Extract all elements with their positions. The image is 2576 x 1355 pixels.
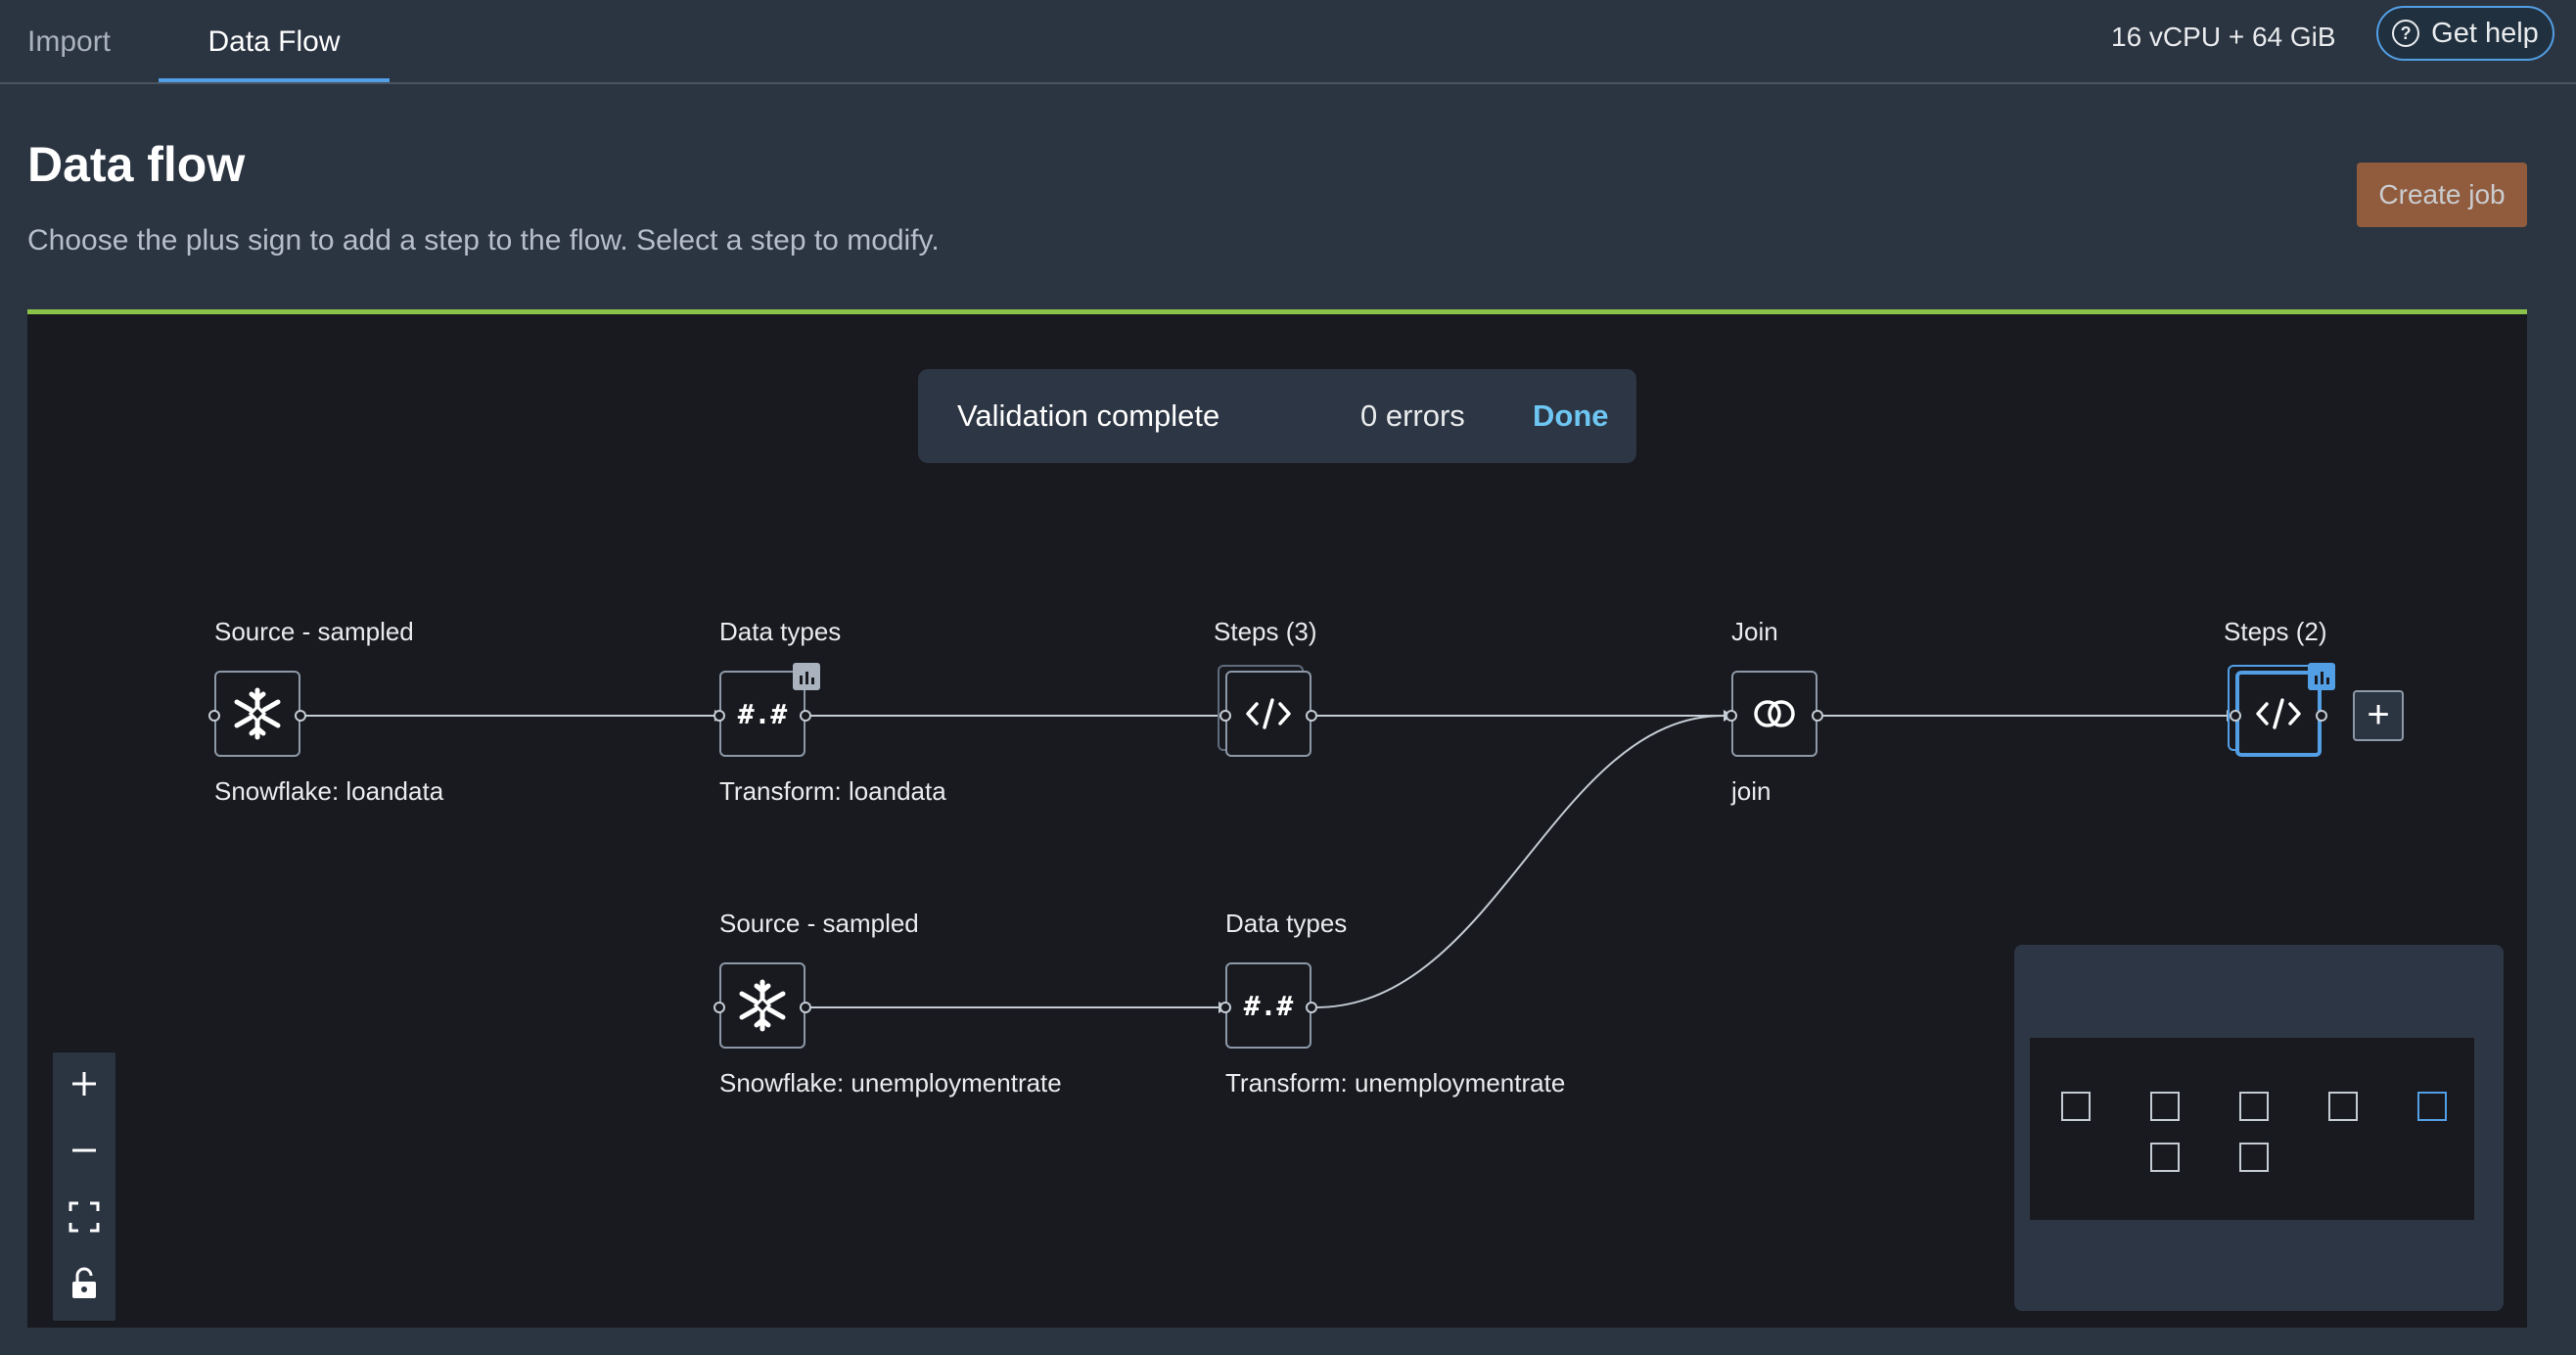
code-icon <box>2256 698 2301 729</box>
tab-data-flow[interactable]: Data Flow <box>207 25 341 58</box>
port-in-join[interactable] <box>1725 710 1737 722</box>
zoom-out-button[interactable] <box>53 1119 115 1182</box>
minimap-node <box>2150 1143 2180 1172</box>
done-button[interactable]: Done <box>1533 398 1609 433</box>
minimap-node <box>2328 1092 2358 1121</box>
zoom-in-icon <box>72 1072 96 1096</box>
port-in-steps-2[interactable] <box>2230 710 2241 722</box>
chart-badge-icon[interactable] <box>793 663 820 690</box>
node-title-join: Join <box>1731 617 1778 646</box>
node-title-steps-2: Steps (2) <box>2224 617 2327 646</box>
port-in-source-loandata[interactable] <box>208 710 220 722</box>
lock-icon <box>72 1267 96 1298</box>
port-in-datatypes-unemploymentrate[interactable] <box>1219 1002 1231 1013</box>
validation-error-count: 0 errors <box>1360 398 1465 433</box>
node-join[interactable] <box>1731 671 1817 757</box>
lock-button[interactable] <box>53 1252 115 1315</box>
node-source-loandata[interactable] <box>214 671 300 757</box>
minimap-node <box>2150 1092 2180 1121</box>
node-subtitle-source-unemploymentrate: Snowflake: unemploymentrate <box>719 1068 1062 1098</box>
minimap-viewport[interactable] <box>2030 1038 2474 1220</box>
node-steps-3[interactable] <box>1225 671 1311 757</box>
fit-view-icon <box>69 1201 100 1233</box>
port-in-datatypes-loandata[interactable] <box>713 710 725 722</box>
snowflake-icon <box>234 687 281 740</box>
data-flow-canvas[interactable]: Validation complete 0 errors Done Source… <box>27 309 2527 1328</box>
get-help-label: Get help <box>2431 17 2539 49</box>
snowflake-icon <box>739 979 786 1032</box>
port-in-steps-3[interactable] <box>1219 710 1231 722</box>
port-out-join[interactable] <box>1812 710 1823 722</box>
tab-import[interactable]: Import <box>27 25 112 58</box>
compute-resources: 16 vCPU + 64 GiB <box>2111 22 2336 52</box>
port-out-steps-2[interactable] <box>2316 710 2327 722</box>
node-title-source-unemploymentrate: Source - sampled <box>719 909 919 938</box>
node-subtitle-join: join <box>1731 776 1771 806</box>
port-out-datatypes-unemploymentrate[interactable] <box>1306 1002 1317 1013</box>
port-out-datatypes-loandata[interactable] <box>800 710 811 722</box>
validation-message: Validation complete <box>957 398 1220 433</box>
code-icon <box>1246 698 1291 729</box>
minimap-node <box>2239 1092 2269 1121</box>
chart-badge-icon[interactable] <box>2308 663 2335 690</box>
zoom-in-button[interactable] <box>53 1052 115 1115</box>
port-in-source-unemploymentrate[interactable] <box>713 1002 725 1013</box>
top-tab-bar: Import Data Flow 16 vCPU + 64 GiB ? Get … <box>0 0 2576 84</box>
active-tab-indicator <box>159 78 390 82</box>
zoom-controls <box>53 1052 115 1321</box>
port-out-steps-3[interactable] <box>1306 710 1317 722</box>
port-out-source-unemploymentrate[interactable] <box>800 1002 811 1013</box>
node-title-source-loandata: Source - sampled <box>214 617 414 646</box>
create-job-button[interactable]: Create job <box>2357 163 2527 227</box>
question-circle-icon: ? <box>2392 20 2420 47</box>
node-subtitle-datatypes-loandata: Transform: loandata <box>719 776 946 806</box>
node-subtitle-datatypes-unemploymentrate: Transform: unemploymentrate <box>1225 1068 1566 1098</box>
port-out-source-loandata[interactable] <box>295 710 306 722</box>
edge-datatypes2-join <box>1314 715 1725 1008</box>
fit-view-button[interactable] <box>53 1186 115 1248</box>
get-help-button[interactable]: ? Get help <box>2376 6 2554 61</box>
minimap[interactable] <box>2014 945 2504 1311</box>
page-description: Choose the plus sign to add a step to th… <box>27 224 940 257</box>
minimap-node <box>2239 1143 2269 1172</box>
minimap-node-selected <box>2417 1092 2447 1121</box>
node-title-datatypes-loandata: Data types <box>719 617 842 646</box>
node-datatypes-unemploymentrate[interactable]: #.# <box>1225 962 1311 1049</box>
page-title: Data flow <box>27 137 246 192</box>
minimap-node <box>2061 1092 2091 1121</box>
node-source-unemploymentrate[interactable] <box>719 962 805 1049</box>
hash-dot-hash-icon: #.# <box>1243 989 1294 1022</box>
add-step-button[interactable]: + <box>2353 690 2404 741</box>
validation-toast: Validation complete 0 errors Done <box>918 369 1636 463</box>
venn-join-icon <box>1754 700 1795 727</box>
zoom-out-icon <box>72 1148 96 1152</box>
node-title-steps-3: Steps (3) <box>1214 617 1317 646</box>
hash-dot-hash-icon: #.# <box>737 697 788 730</box>
node-subtitle-source-loandata: Snowflake: loandata <box>214 776 444 806</box>
node-title-datatypes-unemploymentrate: Data types <box>1225 909 1348 938</box>
